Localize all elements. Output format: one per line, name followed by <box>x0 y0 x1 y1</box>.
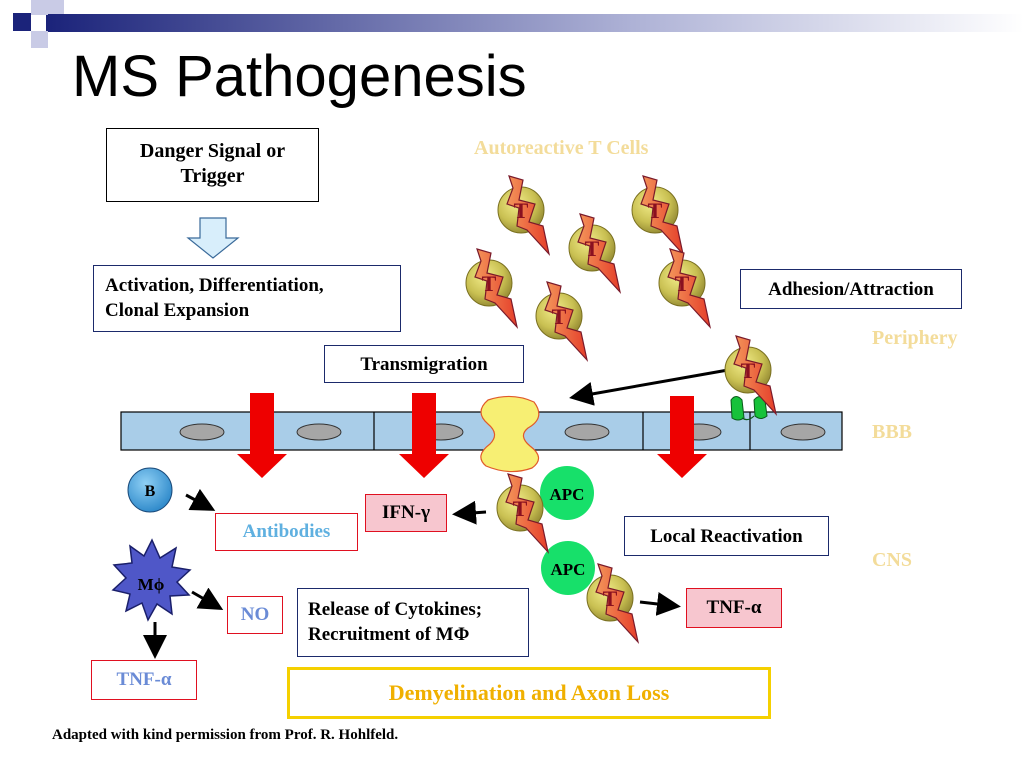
t-cell-label: T <box>513 496 528 521</box>
arrow-t-to-tnf <box>639 592 681 616</box>
t-cell-label: T <box>514 198 529 223</box>
t-cell-label: T <box>482 271 497 296</box>
arrow-to-transmigration <box>569 368 729 406</box>
red-down-arrow <box>657 396 707 478</box>
adhesion-molecule <box>753 396 768 419</box>
tnf-alpha-right-box: TNF-α <box>686 588 782 628</box>
local-reactivation-box: Local Reactivation <box>624 516 829 556</box>
danger-signal-box: Danger Signal or Trigger <box>106 128 319 202</box>
demyelination-box: Demyelination and Axon Loss <box>287 667 771 719</box>
arrow-m-to-no <box>191 587 224 610</box>
t-cell-bolt <box>667 248 712 330</box>
no-box: NO <box>227 596 283 634</box>
t-cell-label: T <box>603 586 618 611</box>
arrow-b-to-antibodies <box>185 488 216 511</box>
cns-label: CNS <box>872 549 913 571</box>
t-cell-icon: T <box>465 248 519 330</box>
bbb-label: BBB <box>872 421 913 443</box>
t-cell-label: T <box>552 304 567 329</box>
t-cell-icon: T <box>535 281 589 363</box>
t-cell-icon: T <box>496 473 550 555</box>
t-cell-icon: T <box>586 563 640 645</box>
autoreactive-t-cells-label: Autoreactive T Cells <box>474 137 649 159</box>
page-title: MS Pathogenesis <box>72 44 527 109</box>
bbb-barrier <box>120 411 843 451</box>
antibodies-box: Antibodies <box>215 513 358 551</box>
macrophage-label: Mϕ <box>138 575 165 594</box>
release-cytokines-box: Release of Cytokines; Recruitment of MΦ <box>297 588 529 657</box>
macrophage-icon <box>111 538 192 622</box>
t-cell-bolt <box>505 473 550 555</box>
t-cell-label: T <box>648 198 663 223</box>
t-cell-icon: T <box>724 335 778 417</box>
transmigrating-cell <box>480 395 540 473</box>
t-cell-icon: T <box>658 248 712 330</box>
b-cell-icon <box>127 467 173 513</box>
b-cell-label: B <box>145 483 156 500</box>
t-cell-label: T <box>675 271 690 296</box>
t-cell-label: T <box>741 358 756 383</box>
t-cell-bolt <box>506 175 551 257</box>
periphery-label: Periphery <box>872 327 958 349</box>
apc-cell-icon <box>541 541 595 595</box>
footnote: Adapted with kind permission from Prof. … <box>52 727 399 743</box>
t-cell-icon: T <box>568 213 622 295</box>
t-cell-bolt <box>474 248 519 330</box>
down-arrow-icon <box>186 217 240 259</box>
t-cell-icon: T <box>497 175 551 257</box>
transmigration-box: Transmigration <box>324 345 524 383</box>
adhesion-attraction-box: Adhesion/Attraction <box>740 269 962 309</box>
activation-box: Activation, Differentiation, Clonal Expa… <box>93 265 401 332</box>
ifn-gamma-box: IFN-γ <box>365 494 447 532</box>
tnf-alpha-left-box: TNF-α <box>91 660 197 700</box>
t-cell-bolt <box>733 335 778 417</box>
t-cell-icon: T <box>631 175 685 257</box>
apc-label: APC <box>550 485 585 504</box>
apc-label: APC <box>551 560 586 579</box>
t-cell-label: T <box>585 236 600 261</box>
adhesion-molecule <box>730 396 745 421</box>
t-cell-bolt <box>595 563 640 645</box>
apc-cell-icon <box>540 466 594 520</box>
corner-decoration <box>13 0 1024 48</box>
t-cell-bolt <box>577 213 622 295</box>
red-down-arrow <box>399 393 449 478</box>
t-cell-bolt <box>544 281 589 363</box>
red-down-arrow <box>237 393 287 478</box>
arrow-to-ifn <box>452 500 487 525</box>
